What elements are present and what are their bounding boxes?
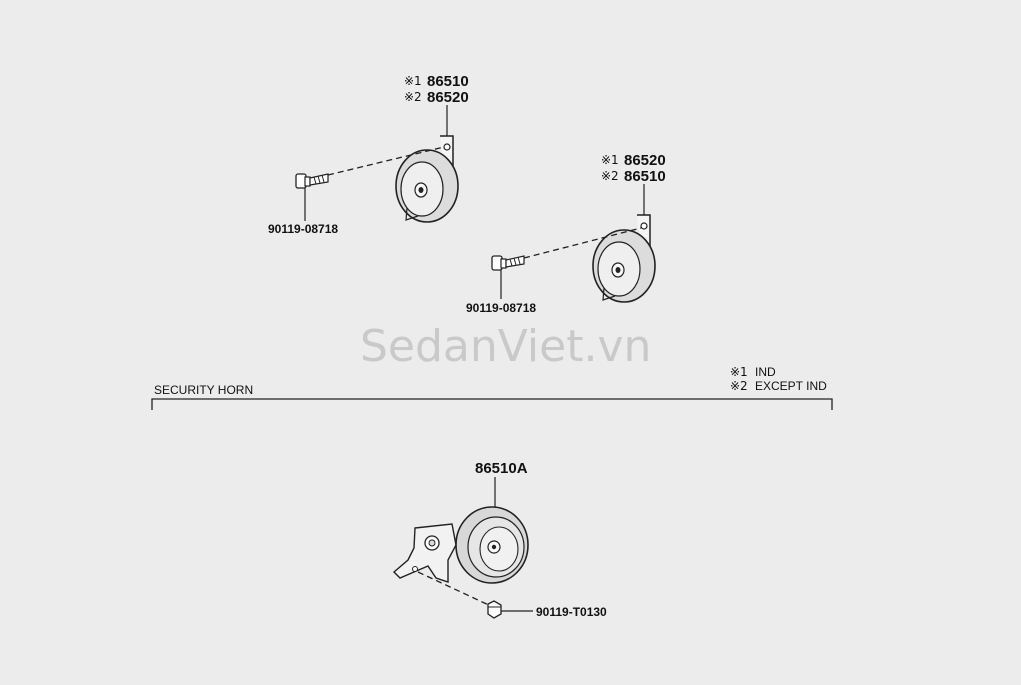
security-horn-bracket: [392, 523, 457, 583]
section-bracket: [151, 398, 833, 410]
legend-text-2: EXCEPT IND: [755, 379, 827, 393]
horn-b-bolt-part: 90119-08718: [466, 301, 536, 315]
horn-b-part-2: 86510: [624, 168, 666, 185]
horn-a-bracket-hole: [443, 143, 451, 151]
horn-a-mark-1: ※1: [404, 74, 422, 88]
legend-text-1: IND: [755, 365, 776, 379]
security-horn-part: 86510A: [475, 460, 528, 477]
security-horn-group: [392, 477, 533, 619]
section-title: SECURITY HORN: [154, 383, 253, 397]
horn-b-mark-2: ※2: [601, 169, 619, 183]
horn-b-part-1: 86520: [624, 152, 666, 169]
horn-a-bolt: [295, 173, 329, 189]
security-horn-bolt-part: 90119-T0130: [536, 605, 607, 619]
legend-mark-2: ※2: [730, 379, 748, 393]
horn-a-part-1: 86510: [427, 73, 469, 90]
horn-a-mark-2: ※2: [404, 90, 422, 104]
horn-b-group: [491, 184, 656, 303]
horn-b-bolt: [491, 255, 525, 271]
horn-b-bracket-hole: [640, 222, 648, 230]
horn-a-part-2: 86520: [427, 89, 469, 106]
horn-a-bolt-part: 90119-08718: [268, 222, 338, 236]
watermark: SedanViet.vn: [360, 321, 651, 372]
legend-mark-1: ※1: [730, 365, 748, 379]
security-horn-bolt: [487, 600, 502, 619]
horn-b-mark-1: ※1: [601, 153, 619, 167]
horn-a-group: [295, 105, 459, 223]
